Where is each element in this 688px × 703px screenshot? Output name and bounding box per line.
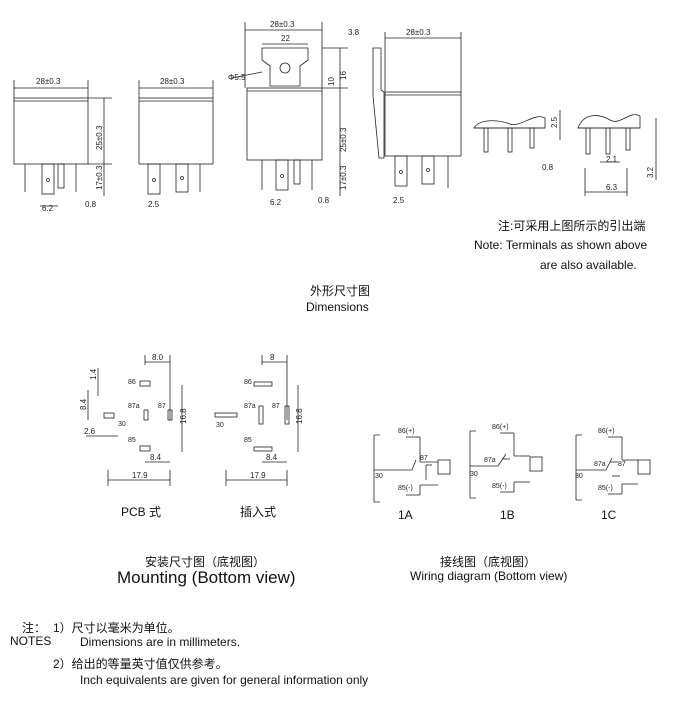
wiring-1c: 86(+) 87a 87 30 85(-) xyxy=(575,428,651,501)
dimensions-title-en: Dimensions xyxy=(306,300,369,314)
dim-terminal-25: 2.5 xyxy=(550,116,559,128)
pcb-label: PCB 式 xyxy=(121,505,162,519)
dim-width-22: 22 xyxy=(281,34,290,43)
dim-height-10: 10 xyxy=(327,77,336,86)
dimensions-title-cn: 外形尺寸图 xyxy=(310,284,371,298)
pin-label-86: 86 xyxy=(128,379,136,386)
pin-label-30: 30 xyxy=(216,422,224,429)
pin-label-30: 30 xyxy=(118,421,126,428)
dim-pin-25: 2.5 xyxy=(148,200,160,209)
wiring-title-en: Wiring diagram (Bottom view) xyxy=(410,569,568,583)
dim-offset-38: 3.8 xyxy=(348,28,360,37)
dim-plug-84: 8.4 xyxy=(266,453,278,462)
wire-label-30: 30 xyxy=(575,473,583,480)
pin-label-87: 87 xyxy=(272,403,280,410)
dim-pcb-84b: 8.4 xyxy=(150,453,162,462)
wire-label-87: 87 xyxy=(420,455,428,462)
wire-label-86: 86(+) xyxy=(492,424,509,431)
relay-view-3: 28±0.3 22 Φ5.5 16 10 25±0.3 17±0.3 6.2 0… xyxy=(228,20,348,207)
dim-height-17: 17±0.3 xyxy=(339,165,348,190)
dim-pcb-179: 17.9 xyxy=(132,471,148,480)
wiring-1a: 86(+) 87 30 85(-) xyxy=(373,428,451,503)
dim-terminal-08: 0.8 xyxy=(542,163,554,172)
wire-label-86: 86(+) xyxy=(598,428,615,435)
relay-view-1: 28±0.3 25±0.3 17±0.3 6.2 0.8 xyxy=(13,77,112,213)
wiring-title-cn: 接线图（底视图） xyxy=(440,555,537,569)
note-en-line1: Note: Terminals as shown above xyxy=(474,238,648,252)
pin-label-87a: 87a xyxy=(244,403,256,410)
dim-plug-179: 17.9 xyxy=(250,471,266,480)
wiring-1b: 86(+) 87a 30 85(-) xyxy=(469,424,543,499)
pin-label-86: 86 xyxy=(244,379,252,386)
pin-label-87: 87 xyxy=(158,403,166,410)
note-1-en: Dimensions are in millimeters. xyxy=(80,635,241,649)
wire-label-85: 85(-) xyxy=(398,485,413,492)
relay-view-4: 28±0.3 3.8 2.5 xyxy=(348,28,462,205)
wire-label-86: 86(+) xyxy=(398,428,415,435)
relay-view-2: 28±0.3 2.5 xyxy=(138,77,214,209)
terminal-detail: 2.5 0.8 2.1 6.3 3.2 xyxy=(473,110,657,196)
dim-height-16: 16 xyxy=(339,71,348,80)
dim-pin-62: 6.2 xyxy=(270,198,282,207)
note-en-line2: are also available. xyxy=(540,258,637,272)
dim-hole-55: Φ5.5 xyxy=(228,73,246,82)
pin-label-85: 85 xyxy=(244,437,252,444)
wiring-label-1b: 1B xyxy=(500,508,515,522)
notes-head-cn: 注： xyxy=(22,621,47,635)
dim-pin-08: 0.8 xyxy=(318,196,330,205)
dim-pcb-14: 1.4 xyxy=(89,368,98,380)
dim-pin-25: 2.5 xyxy=(393,196,405,205)
pin-label-85: 85 xyxy=(128,437,136,444)
notes-head-en: NOTES xyxy=(10,634,52,648)
note-2-cn: 2）给出的等量英寸值仅供参考。 xyxy=(53,657,228,671)
wire-label-85: 85(-) xyxy=(492,483,507,490)
wire-label-30: 30 xyxy=(470,471,478,478)
dim-width-28: 28±0.3 xyxy=(406,28,431,37)
mounting-title-cn: 安装尺寸图（底视图） xyxy=(145,555,266,569)
dim-pcb-80: 8.0 xyxy=(152,353,164,362)
dim-plug-8: 8 xyxy=(270,353,275,362)
dim-pcb-26: 2.6 xyxy=(84,427,96,436)
dim-width-28: 28±0.3 xyxy=(36,77,61,86)
dim-plug-168: 16.8 xyxy=(295,408,304,424)
mounting-title-en: Mounting (Bottom view) xyxy=(117,568,296,587)
dim-pin-62: 6.2 xyxy=(42,204,54,213)
dim-pcb-168: 16.8 xyxy=(179,408,188,424)
note-2-en: Inch equivalents are given for general i… xyxy=(80,673,369,687)
wire-label-85: 85(-) xyxy=(598,485,613,492)
wire-label-30: 30 xyxy=(375,473,383,480)
mount-pcb-drawing: 8.0 1.4 8.4 2.6 16.8 8.4 17.9 86 87a 87 … xyxy=(79,353,188,486)
dim-pcb-84: 8.4 xyxy=(79,398,88,410)
note-cn: 注:可采用上图所示的引出端 xyxy=(498,219,646,233)
wire-label-87: 87 xyxy=(618,461,626,468)
dim-width-28: 28±0.3 xyxy=(270,20,295,29)
wiring-label-1c: 1C xyxy=(601,508,617,522)
dim-height-17: 17±0.3 xyxy=(95,165,104,190)
dim-height-25: 25±0.3 xyxy=(95,125,104,150)
pin-label-87a: 87a xyxy=(128,403,140,410)
dim-height-25: 25±0.3 xyxy=(339,127,348,152)
wiring-label-1a: 1A xyxy=(398,508,413,522)
dim-terminal-63: 6.3 xyxy=(606,183,618,192)
dim-width-28: 28±0.3 xyxy=(160,77,185,86)
plug-label: 插入式 xyxy=(240,505,277,519)
dim-terminal-32: 3.2 xyxy=(646,166,655,178)
wire-label-87a: 87a xyxy=(484,457,496,464)
note-1-cn: 1）尺寸以毫米为单位。 xyxy=(53,621,180,635)
wire-label-87a: 87a xyxy=(594,461,606,468)
dim-pin-08: 0.8 xyxy=(85,200,97,209)
mount-plug-drawing: 8 16.8 8.4 17.9 86 87a 87 30 85 xyxy=(214,353,304,486)
dim-terminal-21: 2.1 xyxy=(606,155,618,164)
